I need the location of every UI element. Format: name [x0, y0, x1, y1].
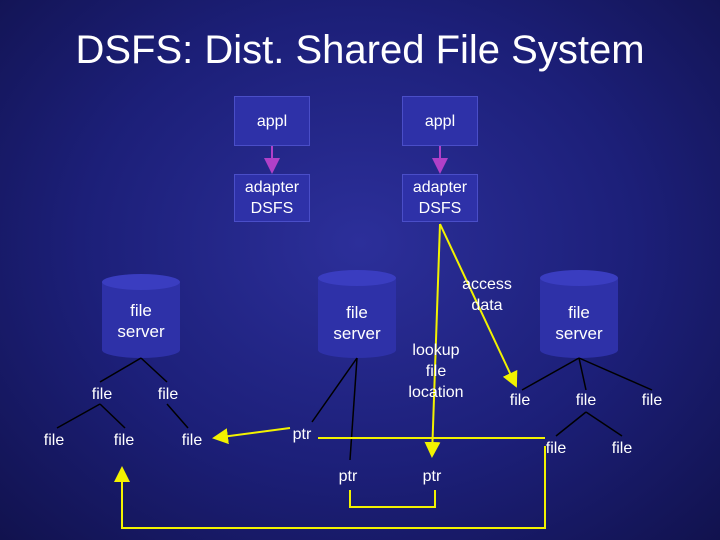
file-loop-path	[114, 446, 546, 529]
page-title: DSFS: Dist. Shared File System	[75, 28, 645, 72]
adapter-box-right: adapter DSFS	[402, 174, 478, 222]
lookup-line2: file	[425, 363, 447, 380]
adapter-right-line1: adapter	[412, 179, 468, 196]
left-server-tree	[56, 357, 189, 429]
file-node: file	[91, 386, 113, 403]
server-middle-line2: server	[333, 324, 381, 343]
server-left-line1: file	[130, 301, 152, 320]
lookup-path	[424, 223, 441, 458]
ptr-to-file-arrow	[212, 427, 291, 445]
file-server-middle-cylinder	[318, 270, 396, 358]
access-data-annotation: access data	[452, 274, 522, 316]
file-node: file	[43, 432, 65, 449]
file-node: file	[113, 432, 135, 449]
appl-box-left: appl	[234, 96, 310, 146]
access-data-path	[439, 223, 518, 388]
ptr-label: ptr	[292, 426, 312, 443]
file-server-middle-label: file server	[318, 302, 396, 344]
right-server-tree	[521, 357, 653, 437]
file-node: file	[611, 440, 633, 457]
lookup-line1: lookup	[412, 342, 460, 359]
yellow-access-paths	[114, 223, 546, 529]
server-middle-line1: file	[346, 303, 368, 322]
file-node: file	[181, 432, 203, 449]
file-server-left-cylinder	[102, 274, 180, 358]
ptr-label: ptr	[422, 468, 442, 485]
file-node: file	[509, 392, 531, 409]
lookup-line3: location	[408, 384, 464, 401]
adapter-box-left: adapter DSFS	[234, 174, 310, 222]
server-left-line2: server	[117, 322, 165, 341]
ptr-chain-path	[349, 490, 436, 508]
adapter-left-line2: DSFS	[250, 200, 294, 217]
access-line1: access	[462, 276, 512, 293]
adapter-right-line2: DSFS	[418, 200, 462, 217]
file-node: file	[545, 440, 567, 457]
file-node: file	[575, 392, 597, 409]
file-server-right-label: file server	[540, 302, 618, 344]
adapter-left-line1: adapter	[244, 179, 300, 196]
ptr-label: ptr	[338, 468, 358, 485]
file-node: file	[641, 392, 663, 409]
appl-box-right: appl	[402, 96, 478, 146]
file-server-left-label: file server	[102, 300, 180, 342]
server-right-line1: file	[568, 303, 590, 322]
lookup-annotation: lookup file location	[400, 340, 472, 403]
access-line2: data	[471, 297, 503, 314]
middle-server-tree	[311, 357, 358, 461]
appl-label-left: appl	[256, 112, 288, 130]
server-right-line2: server	[555, 324, 603, 343]
file-node: file	[157, 386, 179, 403]
file-server-right-cylinder	[540, 270, 618, 358]
appl-label-right: appl	[424, 112, 456, 130]
